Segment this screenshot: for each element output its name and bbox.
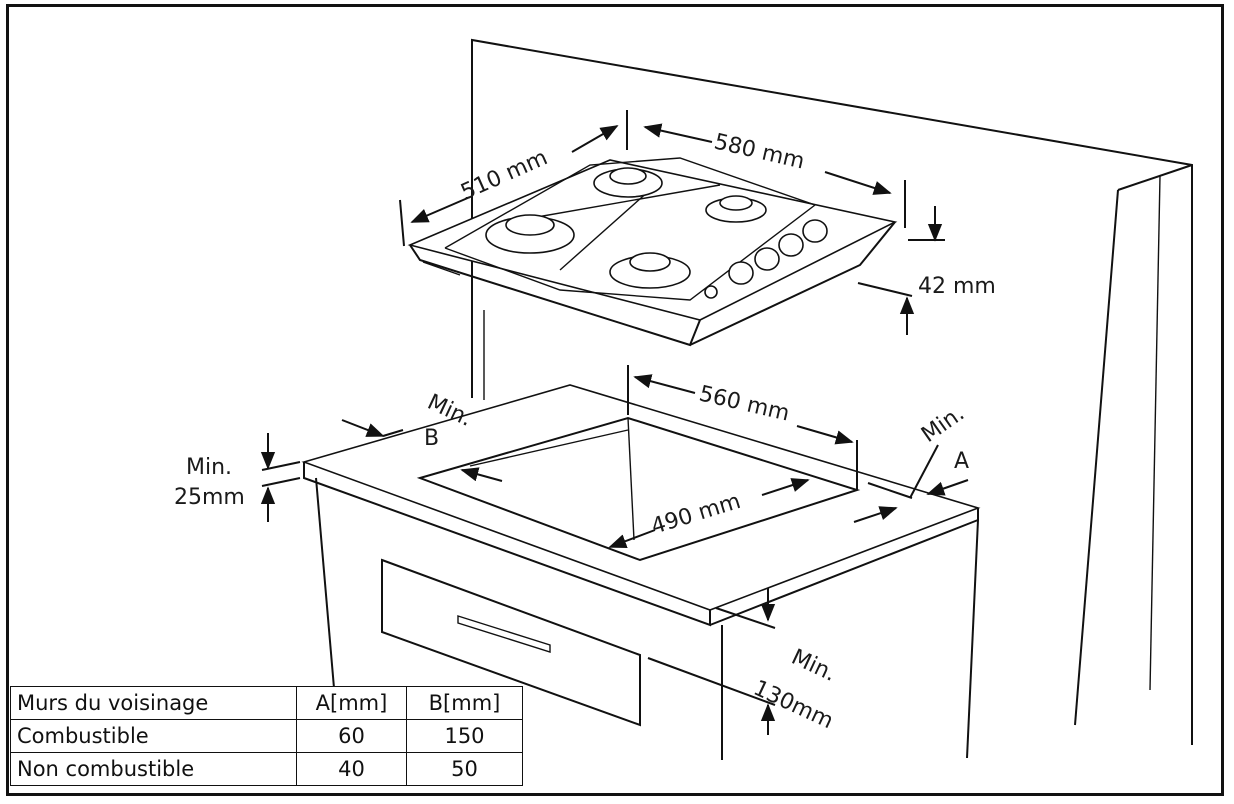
table-header-row: Murs du voisinage A[mm] B[mm] — [10, 686, 523, 720]
table-header: A[mm] — [296, 686, 407, 720]
dimension-lines — [260, 110, 969, 735]
min-a-label-line2: A — [954, 449, 969, 474]
dim-560-label: 560 mm — [697, 381, 792, 426]
table-cell: 40 — [296, 752, 407, 786]
table-header: B[mm] — [406, 686, 523, 720]
knob-3 — [778, 233, 804, 257]
table-cell: 60 — [296, 719, 407, 753]
cabinet — [301, 384, 981, 760]
table-cell: 150 — [406, 719, 523, 753]
gas-hob — [407, 157, 898, 347]
table-cell: Non combustible — [10, 752, 297, 786]
min-b-label-line2: B — [424, 426, 439, 451]
table-row: Non combustible 40 50 — [10, 752, 523, 786]
min-25-label-line2: 25mm — [174, 485, 245, 510]
min-130-label-line2: 130mm — [749, 676, 836, 735]
knob-2 — [754, 247, 780, 271]
table-cell: Combustible — [10, 719, 297, 753]
min-a-label-line1: Min. — [917, 401, 969, 448]
knob-4 — [802, 219, 828, 243]
table-cell: 50 — [406, 752, 523, 786]
table-row: Combustible 60 150 — [10, 719, 523, 753]
min-130-label-line1: Min. — [787, 645, 839, 687]
table-header: Murs du voisinage — [10, 686, 297, 720]
knob-1 — [728, 261, 754, 285]
clearance-table: Murs du voisinage A[mm] B[mm] Combustibl… — [10, 686, 523, 786]
min-25-label-line1: Min. — [186, 455, 232, 480]
ignition-button — [704, 285, 718, 299]
dim-42-label: 42 mm — [918, 274, 996, 299]
dim-580-label: 580 mm — [712, 129, 807, 174]
